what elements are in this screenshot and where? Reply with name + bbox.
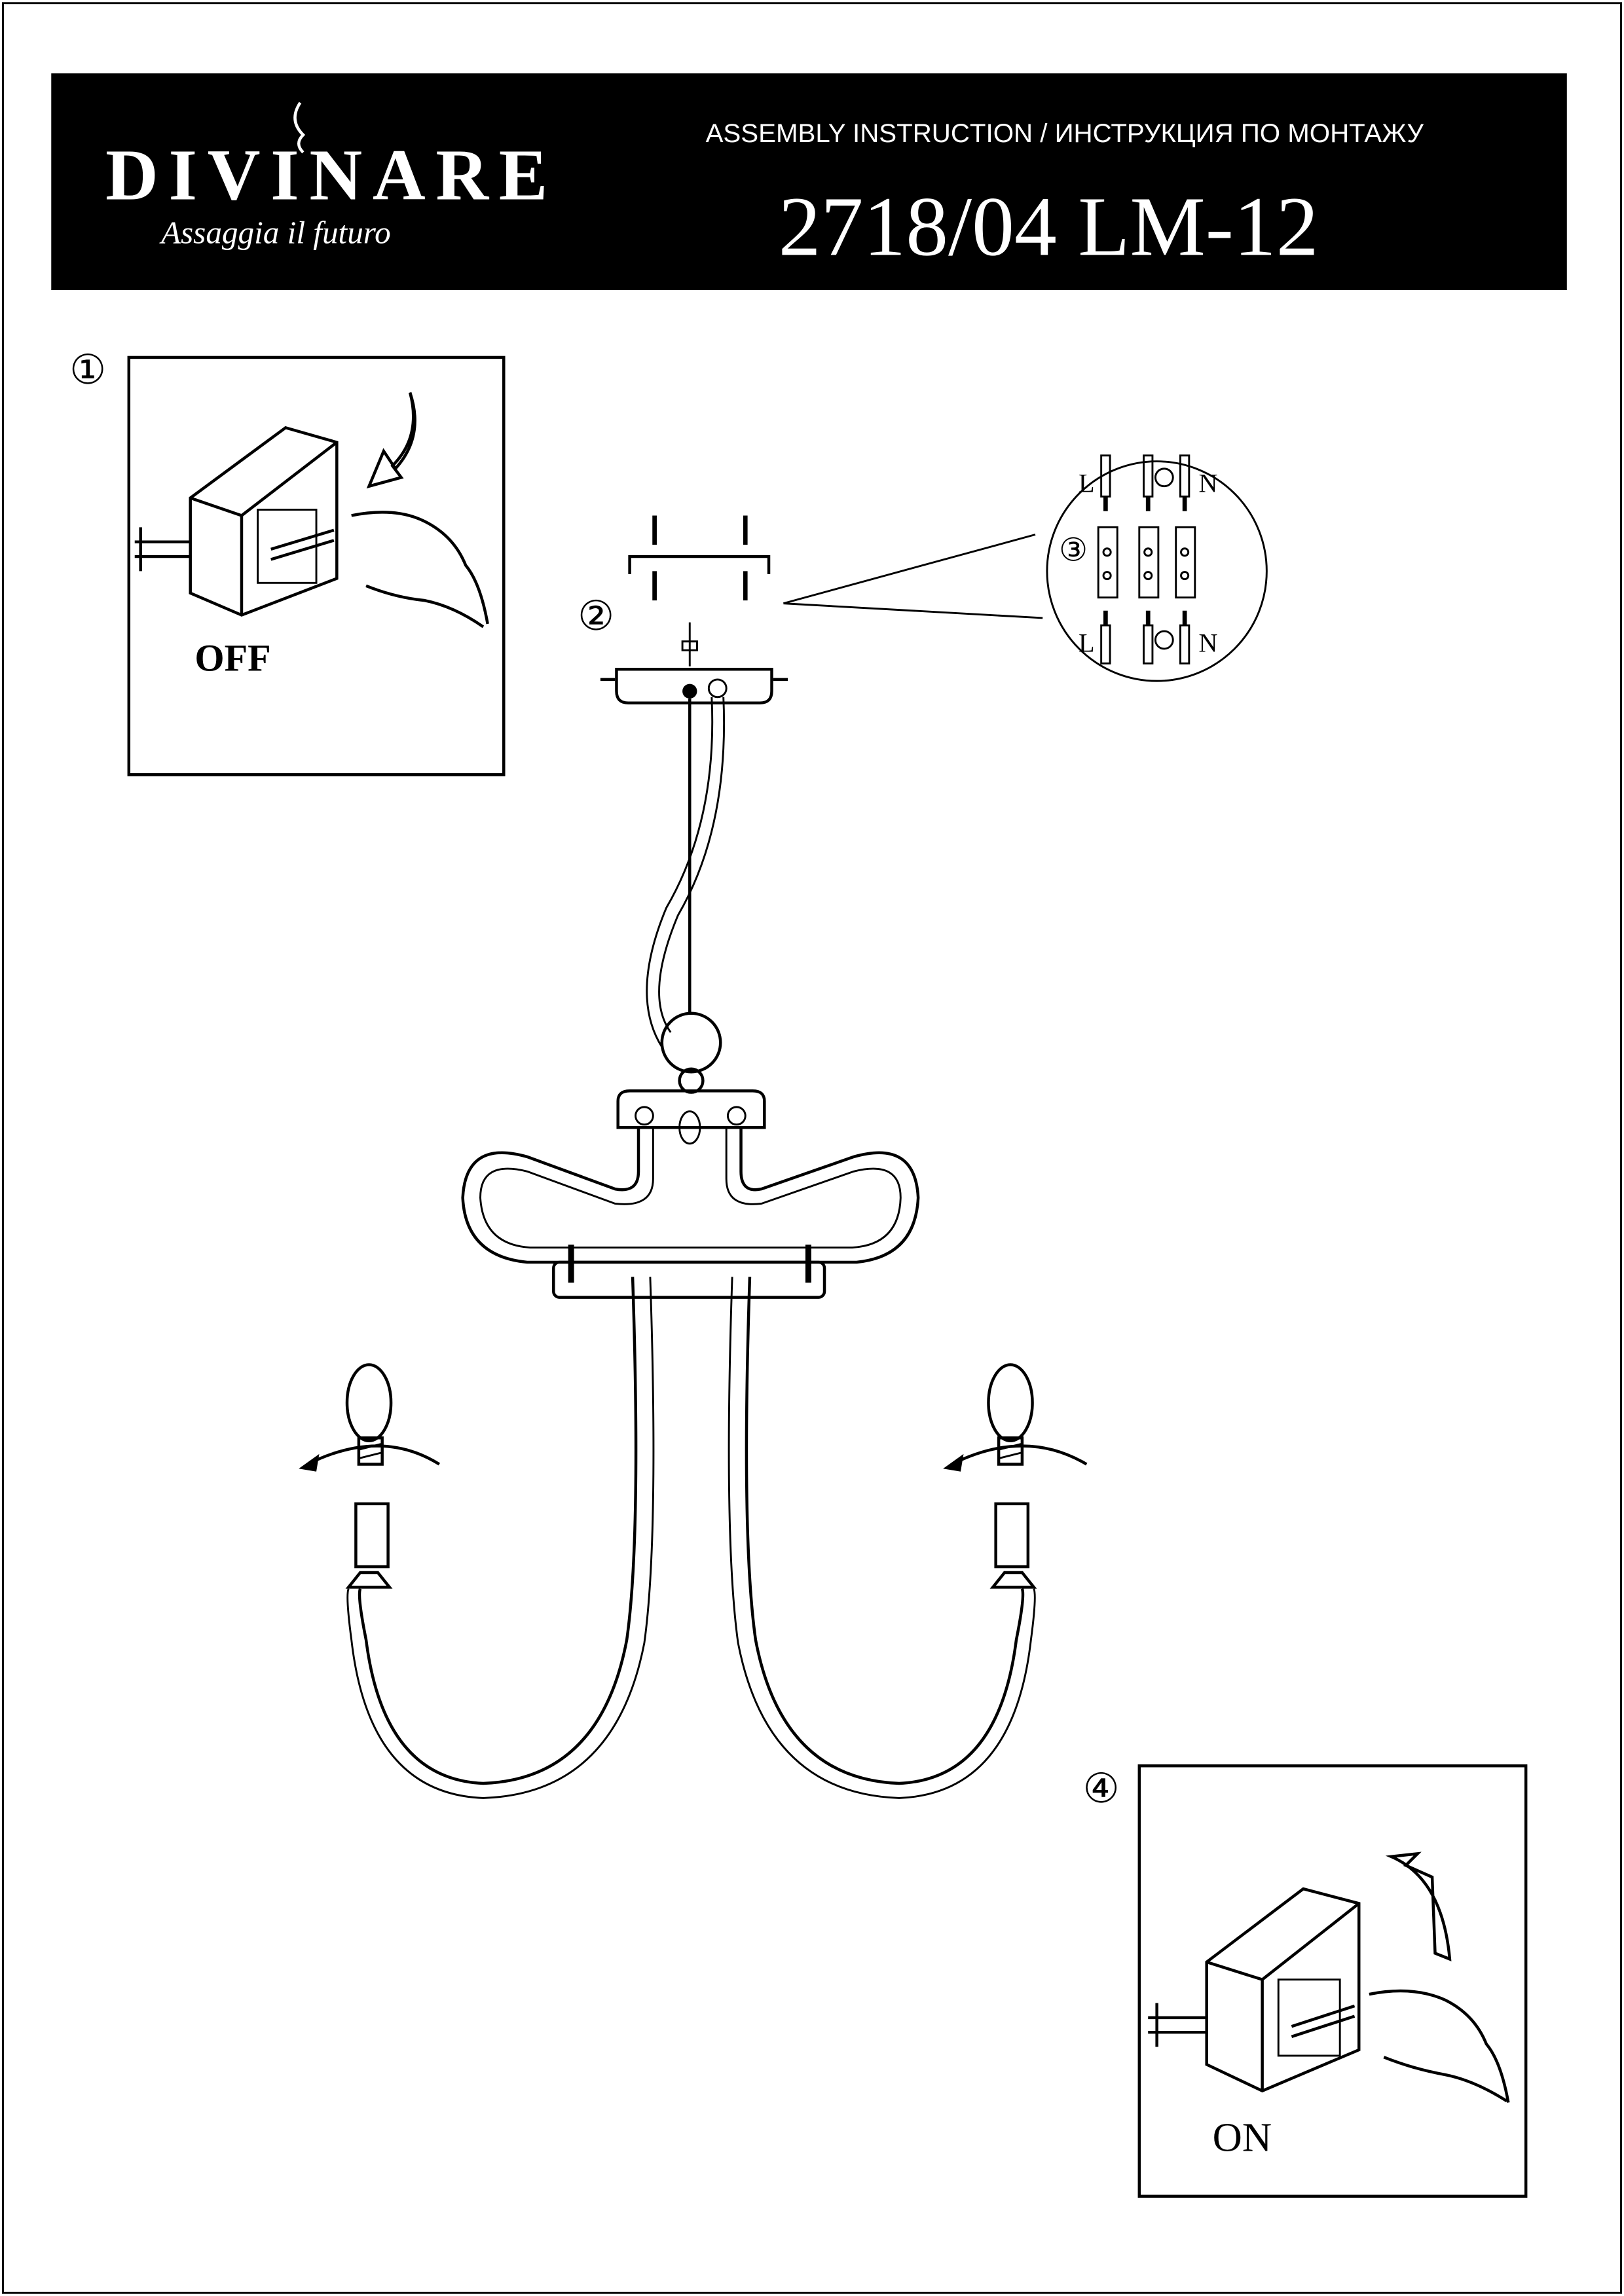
flame-icon xyxy=(293,101,306,154)
mounting-bracket xyxy=(628,555,771,574)
step-2-ceiling-mount: ② xyxy=(578,515,788,1094)
hand-icon xyxy=(1369,1851,1510,2103)
step-4-label: ON xyxy=(1213,2114,1272,2160)
live-label-top: L xyxy=(1079,469,1095,498)
terminal-blocks xyxy=(1097,454,1196,665)
step-2-number: ② xyxy=(578,593,614,639)
left-bulb-assembly xyxy=(299,1363,441,1589)
candle-socket xyxy=(354,1502,390,1569)
bulb-icon xyxy=(987,1363,1034,1442)
wall-switch-icon xyxy=(134,426,339,617)
right-bulb-assembly xyxy=(943,1363,1088,1589)
model-number: 2718/04 LM-12 xyxy=(779,179,1319,274)
step-4-number: ④ xyxy=(1083,1766,1120,1812)
power-cable xyxy=(646,697,726,1048)
wall-switch-icon xyxy=(1148,1887,1361,2093)
step-4-switch-on: ④ ON xyxy=(1083,1764,1528,2198)
ground-icon-bottom xyxy=(1154,630,1174,650)
rotate-arrow-icon xyxy=(306,1444,441,1466)
step-3-wiring-detail: ③ L N L N xyxy=(1046,454,1268,682)
brand-logo: DIVINARE Assaggia il futuro xyxy=(105,101,547,250)
curved-arrow-icon xyxy=(366,392,416,489)
neutral-label-top: N xyxy=(1198,469,1217,498)
hand-icon xyxy=(351,392,489,629)
step-1-label: OFF xyxy=(194,636,270,679)
canopy xyxy=(615,668,773,704)
curved-arrow-icon xyxy=(1385,1851,1452,1961)
step-3-number: ③ xyxy=(1059,532,1088,568)
brand-name: DIVINARE xyxy=(105,134,547,215)
chandelier-frame xyxy=(346,1089,1036,1799)
live-label-bottom: L xyxy=(1079,628,1095,657)
candle-socket xyxy=(994,1502,1030,1569)
decorative-ball xyxy=(660,1011,722,1074)
left-arm xyxy=(358,1277,638,1785)
right-arm xyxy=(745,1277,1025,1785)
rotate-arrow-icon xyxy=(951,1444,1088,1466)
bulb-icon xyxy=(345,1363,393,1442)
brand-tagline: Assaggia il futuro xyxy=(159,214,391,250)
callout-lines xyxy=(783,534,1043,619)
screw-icons xyxy=(652,515,748,601)
step-1-switch-off: ① OFF xyxy=(69,347,506,776)
mounting-stud xyxy=(681,622,698,666)
neutral-label-bottom: N xyxy=(1198,628,1217,657)
header-banner: DIVINARE Assaggia il futuro ASSEMBLY INS… xyxy=(51,73,1567,291)
ground-icon-top xyxy=(1154,467,1174,488)
document-title: ASSEMBLY INSTRUCTION / ИНСТРУКЦИЯ ПО МОН… xyxy=(706,118,1424,148)
step-1-number: ① xyxy=(69,347,106,393)
